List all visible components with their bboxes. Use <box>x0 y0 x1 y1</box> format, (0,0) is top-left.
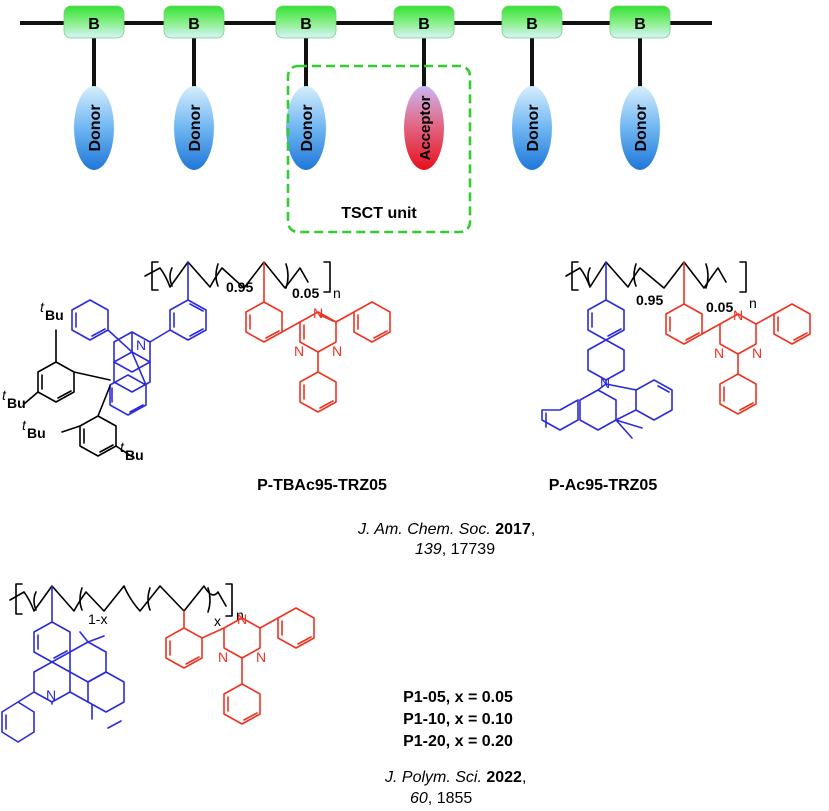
polymer-1-name: P-TBAc95-TRZ05 <box>257 477 387 494</box>
polymer-3-donor <box>1 585 125 743</box>
polymer-1-tbu-labels: t Bu t Bu t Bu t Bu <box>2 299 144 463</box>
svg-text:N: N <box>294 343 304 359</box>
svg-text:B: B <box>300 16 312 33</box>
backbone-unit: B Donor <box>63 5 125 170</box>
polymer-2-nitrogen: N <box>600 375 610 391</box>
polymer-1-structure: 0.95 0.05 n N <box>2 261 391 463</box>
svg-text:N: N <box>332 343 342 359</box>
svg-text:t: t <box>120 439 125 455</box>
polymer-3-triazine-n: N N N <box>218 611 266 665</box>
svg-text:P1-10, x = 0.10: P1-10, x = 0.10 <box>403 711 513 728</box>
polymer-2-ratio-x: 0.95 <box>636 292 663 308</box>
backbone-unit: B Donor <box>609 5 671 170</box>
polymer-2-donor <box>541 261 673 439</box>
polymer-1-ratio-x: 0.95 <box>226 279 253 295</box>
svg-text:N: N <box>714 345 724 361</box>
polymer-3-ratio-x: 1-x <box>88 611 107 627</box>
svg-text:Donor: Donor <box>633 104 650 151</box>
polymer-3-labels: P1-05, x = 0.05 P1-10, x = 0.10 P1-20, x… <box>403 689 513 750</box>
polymer-1-nitrogen: N <box>136 337 146 353</box>
svg-text:t: t <box>40 299 45 315</box>
backbone-unit: B Donor <box>275 5 337 170</box>
citation-1: J. Am. Chem. Soc. 2017, 139, 17739 <box>357 521 535 558</box>
polymer-2-triazine-n: N N N <box>714 307 762 361</box>
svg-text:Donor: Donor <box>525 104 542 151</box>
svg-text:J. Am. Chem. Soc. 2017,: J. Am. Chem. Soc. 2017, <box>357 521 535 538</box>
svg-text:B: B <box>418 16 430 33</box>
svg-text:Donor: Donor <box>299 104 316 151</box>
polymer-3-structure: 1-x x n N <box>1 583 315 743</box>
polymer-3-acceptor <box>165 607 315 725</box>
svg-text:Donor: Donor <box>187 104 204 151</box>
backbone-unit: B Acceptor <box>393 5 455 170</box>
svg-text:t: t <box>22 417 27 433</box>
svg-text:B: B <box>634 16 646 33</box>
svg-text:Bu: Bu <box>27 425 46 441</box>
svg-text:Bu: Bu <box>125 447 144 463</box>
polymer-1-backbone <box>144 261 331 293</box>
svg-text:Acceptor: Acceptor <box>417 95 434 160</box>
backbone-unit: B Donor <box>163 5 225 170</box>
acceptor-ellipse <box>404 86 444 170</box>
donor-ellipse <box>74 86 114 170</box>
schematic: B Donor B Donor B Donor B Acceptor <box>20 5 712 234</box>
polymer-1-triazine-n: N N N <box>294 305 342 359</box>
backbone-unit: B Donor <box>501 5 563 170</box>
svg-text:J. Polym. Sci. 2022,: J. Polym. Sci. 2022, <box>384 769 526 786</box>
svg-text:B: B <box>526 16 538 33</box>
svg-text:N: N <box>313 305 323 321</box>
svg-text:P1-05, x = 0.05: P1-05, x = 0.05 <box>403 689 513 706</box>
svg-text:139, 17739: 139, 17739 <box>415 541 495 558</box>
svg-text:N: N <box>237 611 247 627</box>
donor-ellipse <box>512 86 552 170</box>
polymer-1-tbu-groups <box>23 329 135 459</box>
polymer-2-structure: 0.95 0.05 n N <box>541 261 811 439</box>
polymer-3-nitrogen: N <box>46 687 56 703</box>
svg-text:P1-20, x = 0.20: P1-20, x = 0.20 <box>403 733 513 750</box>
svg-text:t: t <box>2 387 7 403</box>
svg-text:B: B <box>188 16 200 33</box>
polymer-2-backbone <box>565 261 747 293</box>
tsct-label: TSCT unit <box>341 205 417 222</box>
polymer-3-n: n <box>236 607 244 623</box>
svg-text:N: N <box>733 307 743 323</box>
polymer-2-n: n <box>749 295 757 311</box>
polymer-3-backbone <box>9 583 233 617</box>
polymer-3-ratio-y: x <box>214 613 221 629</box>
citation-2: J. Polym. Sci. 2022, 60, 1855 <box>384 769 526 807</box>
svg-text:Bu: Bu <box>7 395 26 411</box>
polymer-2-acceptor <box>665 261 811 415</box>
polymer-1-n: n <box>333 285 341 301</box>
donor-ellipse <box>174 86 214 170</box>
polymer-1-acceptor <box>245 261 391 413</box>
polymer-1-ratio-y: 0.05 <box>292 285 319 301</box>
svg-text:N: N <box>752 345 762 361</box>
svg-text:Bu: Bu <box>45 307 64 323</box>
polymer-2-name: P-Ac95-TRZ05 <box>549 477 658 494</box>
svg-text:B: B <box>88 16 100 33</box>
svg-text:N: N <box>218 649 228 665</box>
svg-text:Donor: Donor <box>87 104 104 151</box>
tsct-box <box>286 64 472 234</box>
polymer-1-donor <box>71 261 207 416</box>
donor-ellipse <box>286 86 326 170</box>
svg-text:N: N <box>256 649 266 665</box>
svg-text:60, 1855: 60, 1855 <box>410 790 472 807</box>
donor-ellipse <box>620 86 660 170</box>
polymer-2-ratio-y: 0.05 <box>706 299 733 315</box>
